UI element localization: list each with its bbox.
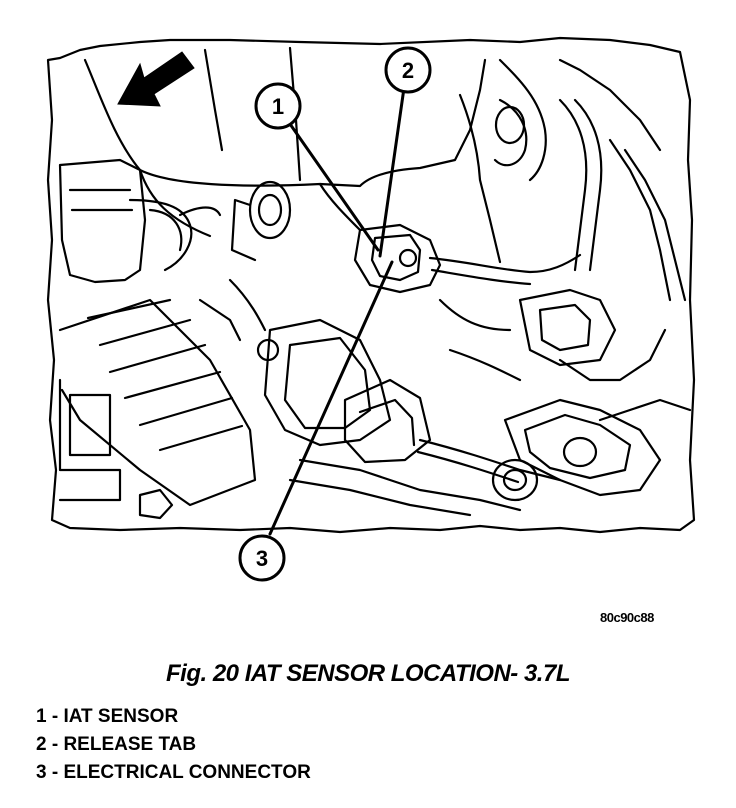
callout-1-number: 1 [272, 94, 284, 119]
callout-2-circle [384, 46, 432, 94]
callout-3-number: 3 [256, 546, 268, 571]
drawing-border [46, 36, 696, 534]
legend-item: 3 - ELECTRICAL CONNECTOR [36, 762, 311, 783]
legend-list: 1 - IAT SENSOR 2 - RELEASE TAB 3 - ELECT… [36, 703, 311, 787]
callout-3-circle [238, 534, 286, 582]
callout-1-circle [254, 82, 302, 130]
leader-line-2 [378, 86, 406, 258]
figure-code: 80c90c88 [600, 610, 654, 625]
leader-line-3 [268, 260, 394, 536]
callout-2-number: 2 [402, 58, 414, 83]
legend-item: 2 - RELEASE TAB [36, 734, 197, 755]
legend-item: 1 - IAT SENSOR [36, 706, 179, 727]
leader-line-1 [288, 122, 380, 252]
figure-caption: Fig. 20 IAT SENSOR LOCATION- 3.7L [166, 660, 570, 687]
forward-arrow-icon [117, 51, 195, 107]
